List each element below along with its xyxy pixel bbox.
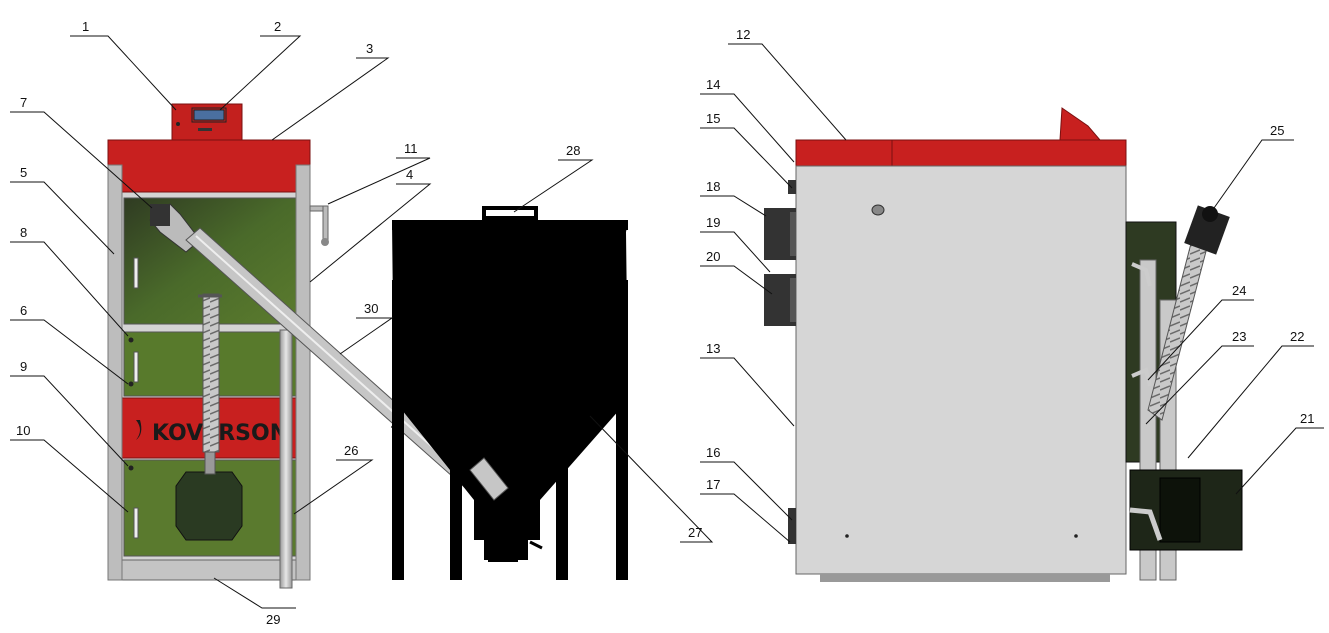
burner	[175, 471, 243, 541]
callout-labels: 1 2 3 7 11 5 4 8 30 6 9 10 26 28 27 29 1…	[16, 19, 1314, 627]
callout-19: 19	[706, 215, 720, 230]
callout-4: 4	[406, 167, 413, 182]
callout-23: 23	[1232, 329, 1246, 344]
callout-3: 3	[366, 41, 373, 56]
callout-7: 7	[20, 95, 27, 110]
callout-16: 16	[706, 445, 720, 460]
callout-21: 21	[1300, 411, 1314, 426]
brand-logo: KOVERSON	[152, 421, 288, 446]
callout-29: 29	[266, 612, 280, 627]
callout-8: 8	[20, 225, 27, 240]
front-view: KOVERSON	[107, 103, 501, 589]
callout-25: 25	[1270, 123, 1284, 138]
callout-22: 22	[1290, 329, 1304, 344]
side-top-cover	[795, 139, 1127, 167]
callout-28: 28	[566, 143, 580, 158]
callout-13: 13	[706, 341, 720, 356]
side-panel	[795, 165, 1127, 575]
callout-5: 5	[20, 165, 27, 180]
callout-9: 9	[20, 359, 27, 374]
callout-11: 11	[404, 141, 418, 156]
controller-display	[193, 109, 225, 121]
callout-6: 6	[20, 303, 27, 318]
callout-14: 14	[706, 77, 720, 92]
side-view	[764, 107, 1243, 582]
callout-2: 2	[274, 19, 281, 34]
pellet-hopper	[392, 206, 628, 580]
callout-27: 27	[688, 525, 702, 540]
callout-26: 26	[344, 443, 358, 458]
callout-12: 12	[736, 27, 750, 42]
callout-18: 18	[706, 179, 720, 194]
callout-10: 10	[16, 423, 30, 438]
leader-lines	[10, 35, 1324, 609]
top-cover	[107, 139, 311, 193]
callout-24: 24	[1232, 283, 1246, 298]
callout-1: 1	[82, 19, 89, 34]
callout-15: 15	[706, 111, 720, 126]
callout-20: 20	[706, 249, 720, 264]
callout-17: 17	[706, 477, 720, 492]
callout-30: 30	[364, 301, 378, 316]
